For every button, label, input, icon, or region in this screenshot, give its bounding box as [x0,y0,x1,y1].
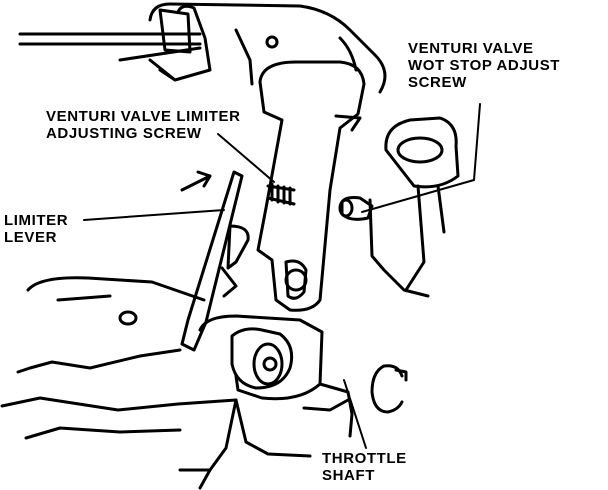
label-line: SCREW [408,74,467,91]
rotation-arrow-limiter [180,170,212,192]
throttle-rotation-arrow [370,364,408,414]
label-line: THROTTLE [322,450,407,467]
label-line: LIMITER [4,212,69,229]
label-limiter-lever: LIMITER LEVER [4,212,68,246]
label-wot-stop-adjust-screw: VENTURI VALVE WOT STOP ADJUST SCREW [408,40,560,91]
label-line: WOT STOP ADJUST [408,57,561,74]
label-line: VENTURI VALVE [408,40,534,57]
label-limiter-adjusting-screw: VENTURI VALVE LIMITER ADJUSTING SCREW [46,108,241,142]
label-throttle-shaft: THROTTLE SHAFT [322,450,407,484]
label-line: LEVER [4,229,58,246]
rotation-arrow-top [334,114,362,132]
upper-link-rod [18,32,202,62]
leader-lines [83,103,481,449]
wot-stop-screw [338,196,374,221]
label-line: SHAFT [322,467,375,484]
upper-housing [148,2,387,94]
throttle-shaft-base [198,314,354,438]
carburetor-body [0,276,312,490]
limiter-adjusting-screw [266,182,296,206]
valve-post [368,116,460,298]
throttle-lever [256,60,366,312]
label-line: VENTURI VALVE LIMITER [46,108,241,125]
limiter-lever [180,170,250,352]
label-line: ADJUSTING SCREW [46,125,202,142]
